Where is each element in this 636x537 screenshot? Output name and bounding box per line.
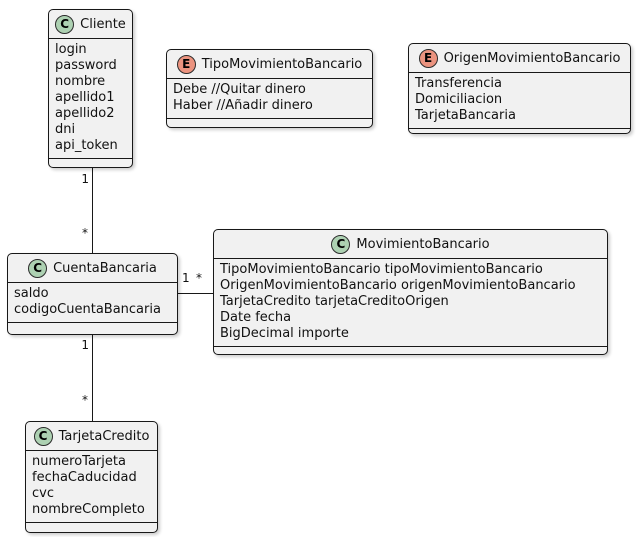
class-methods-compartment	[49, 159, 132, 167]
edge-cuentabancaria-movimientobancario	[178, 293, 213, 294]
class-stereotype-icon: C	[55, 14, 75, 34]
class-member: TipoMovimientoBancario tipoMovimientoBan…	[220, 262, 543, 277]
class-name: MovimientoBancario	[356, 236, 490, 252]
enum-value: TarjetaBancaria	[415, 108, 516, 123]
class-title: C MovimientoBancario	[214, 230, 607, 258]
class-member: nombre	[55, 74, 106, 89]
class-member: apellido1	[55, 90, 115, 105]
class-member: api_token	[55, 138, 118, 153]
enum-value: Haber //Añadir dinero	[173, 98, 313, 113]
class-member: dni	[55, 122, 76, 137]
edge-cuentabancaria-tarjetacredito	[92, 335, 93, 421]
class-methods-compartment	[214, 347, 607, 354]
class-member: password	[55, 58, 117, 73]
class-member: numeroTarjeta	[32, 454, 126, 469]
enum-values: Transferencia Domiciliacion TarjetaBanca…	[409, 72, 630, 129]
enum-title: E TipoMovimientoBancario	[167, 50, 372, 78]
class-title: C TarjetaCredito	[26, 422, 157, 450]
enum-value: Debe //Quitar dinero	[173, 82, 306, 97]
enum-value: Transferencia	[415, 76, 502, 91]
enum-title: E OrigenMovimientoBancario	[409, 44, 630, 72]
enum-stereotype-icon: E	[418, 48, 438, 68]
enum-methods-compartment	[409, 129, 630, 133]
class-member: TarjetaCredito tarjetaCreditoOrigen	[220, 294, 449, 309]
enum-stereotype-icon: E	[176, 54, 196, 74]
class-name: TarjetaCredito	[58, 428, 150, 444]
class-members: saldo codigoCuentaBancaria	[8, 282, 177, 323]
class-members: login password nombre apellido1 apellido…	[49, 38, 132, 159]
class-methods-compartment	[8, 323, 177, 334]
edge-cliente-cuentabancaria	[92, 168, 93, 253]
enum-box-tipomovimientobancario: E TipoMovimientoBancario Debe //Quitar d…	[166, 49, 373, 128]
multiplicity-label: *	[82, 226, 88, 240]
class-title: C CuentaBancaria	[8, 254, 177, 282]
multiplicity-label: 1	[81, 338, 89, 352]
class-member: login	[55, 42, 87, 57]
class-methods-compartment	[26, 523, 157, 532]
enum-values: Debe //Quitar dinero Haber //Añadir dine…	[167, 78, 372, 119]
class-members: TipoMovimientoBancario tipoMovimientoBan…	[214, 258, 607, 347]
enum-box-origenmovimientobancario: E OrigenMovimientoBancario Transferencia…	[408, 43, 631, 134]
class-member: fechaCaducidad	[32, 470, 137, 485]
multiplicity-label: *	[196, 271, 202, 285]
enum-methods-compartment	[167, 119, 372, 127]
class-member: Date fecha	[220, 310, 292, 325]
class-stereotype-icon: C	[28, 258, 48, 278]
class-member: apellido2	[55, 106, 115, 121]
class-member: cvc	[32, 486, 54, 501]
class-member: codigoCuentaBancaria	[14, 302, 161, 317]
class-stereotype-icon: C	[331, 234, 351, 254]
class-box-cuentabancaria: C CuentaBancaria saldo codigoCuentaBanca…	[7, 253, 178, 335]
multiplicity-label: *	[82, 393, 88, 407]
class-box-cliente: C Cliente login password nombre apellido…	[48, 9, 133, 168]
class-name: CuentaBancaria	[53, 260, 157, 276]
class-title: C Cliente	[49, 10, 132, 38]
multiplicity-label: 1	[182, 271, 190, 285]
class-members: numeroTarjeta fechaCaducidad cvc nombreC…	[26, 450, 157, 523]
class-member: BigDecimal importe	[220, 326, 349, 341]
class-member: OrigenMovimientoBancario origenMovimient…	[220, 278, 576, 293]
class-box-movimientobancario: C MovimientoBancario TipoMovimientoBanca…	[213, 229, 608, 355]
enum-name: TipoMovimientoBancario	[201, 56, 363, 72]
class-box-tarjetacredito: C TarjetaCredito numeroTarjeta fechaCadu…	[25, 421, 158, 533]
multiplicity-label: 1	[81, 172, 89, 186]
class-stereotype-icon: C	[33, 426, 53, 446]
enum-name: OrigenMovimientoBancario	[443, 50, 621, 66]
enum-value: Domiciliacion	[415, 92, 503, 107]
class-name: Cliente	[80, 16, 126, 32]
class-member: saldo	[14, 286, 49, 301]
class-member: nombreCompleto	[32, 502, 145, 517]
